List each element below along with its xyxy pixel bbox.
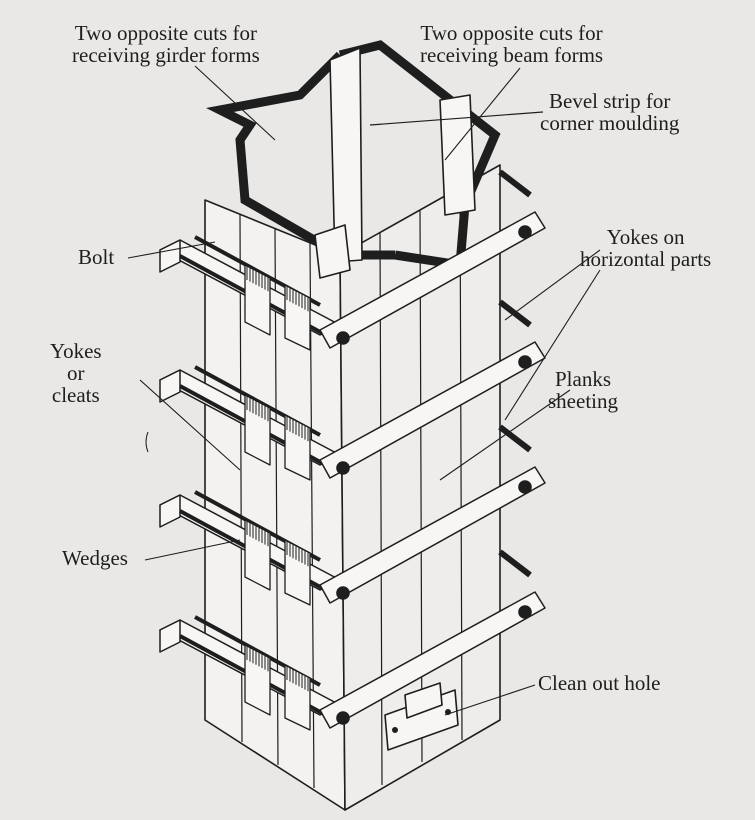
right-yoke-bar xyxy=(319,591,546,729)
wedge-block xyxy=(244,644,271,716)
right-yoke-bar xyxy=(319,341,546,479)
bolt-head xyxy=(336,331,350,345)
back-rod xyxy=(498,549,532,578)
wedge-block xyxy=(244,264,271,336)
label-bevel-strip-line1: Bevel strip for xyxy=(549,89,671,113)
bolt-head xyxy=(336,461,350,475)
label-girder-cuts-line2: receiving girder forms xyxy=(72,43,260,67)
top-corner-posts xyxy=(314,47,476,279)
label-clean-out-hole: Clean out hole xyxy=(538,671,661,695)
bevel-strip-leader xyxy=(369,111,544,126)
label-beam-cuts: Two opposite cuts for receiving beam for… xyxy=(420,22,603,66)
wedge-block xyxy=(284,539,311,606)
label-bevel-strip-line2: corner moulding xyxy=(540,111,680,135)
bolt-head xyxy=(336,711,350,725)
yoke-tier-1 xyxy=(159,169,546,351)
wedge-face xyxy=(244,644,271,716)
label-girder-cuts: Two opposite cuts for receiving girder f… xyxy=(72,22,260,66)
label-girder-cuts-line1: Two opposite cuts for xyxy=(74,21,258,45)
yoke-end-block xyxy=(159,619,181,653)
yoke-end-block xyxy=(159,494,181,528)
yoke-tier-2 xyxy=(159,299,546,481)
wedge-block xyxy=(284,414,311,481)
bolt-head xyxy=(518,355,532,369)
right-yoke-bar xyxy=(319,466,546,604)
right-yoke-bar xyxy=(319,211,546,349)
label-wedges: Wedges xyxy=(62,546,128,570)
wedge-face xyxy=(244,519,271,591)
yoke-tier-3 xyxy=(159,424,546,606)
back-rod xyxy=(498,299,532,328)
wedge-face xyxy=(284,284,311,351)
yoke-end-block xyxy=(159,239,181,273)
label-planks: Planks sheeting xyxy=(548,368,618,412)
label-bevel-strip: Bevel strip for corner moulding xyxy=(540,90,679,134)
label-yokes-horizontal-line1: Yokes on xyxy=(606,225,685,249)
wedge-face xyxy=(284,414,311,481)
wedge-face xyxy=(244,264,271,336)
wedge-block xyxy=(244,394,271,466)
leader-lines xyxy=(127,65,601,716)
wedge-block xyxy=(244,519,271,591)
label-bolt: Bolt xyxy=(78,245,115,269)
label-yokes-cleats: Yokes or cleats xyxy=(50,340,102,406)
wedge-block xyxy=(284,664,311,731)
clean-out-hole xyxy=(384,682,459,751)
bolt-head xyxy=(518,605,532,619)
wedge-face xyxy=(284,664,311,731)
label-planks-line2: sheeting xyxy=(548,389,618,413)
yoke-tier-4 xyxy=(159,549,546,731)
yoke-end-block xyxy=(159,369,181,403)
back-rod xyxy=(498,169,532,198)
label-yokes-cleats-line1: Yokes xyxy=(50,339,102,363)
yoke-tiers xyxy=(159,169,546,731)
wedge-face xyxy=(284,539,311,606)
label-planks-line1: Planks xyxy=(554,367,611,391)
bolt-head xyxy=(336,586,350,600)
back-rod xyxy=(498,424,532,453)
label-yokes-horizontal: Yokes on horizontal parts xyxy=(580,226,711,270)
bolt-head xyxy=(518,480,532,494)
wedge-block xyxy=(284,284,311,351)
label-yokes-horizontal-line2: horizontal parts xyxy=(580,247,712,271)
label-beam-cuts-line2: receiving beam forms xyxy=(420,43,604,67)
label-yokes-cleats-line3: cleats xyxy=(51,383,100,407)
bolt-head xyxy=(518,225,532,239)
wedge-face xyxy=(244,394,271,466)
label-beam-cuts-line1: Two opposite cuts for xyxy=(420,21,603,45)
label-yokes-cleats-line2: or xyxy=(67,361,85,385)
stray-mark xyxy=(145,431,149,453)
